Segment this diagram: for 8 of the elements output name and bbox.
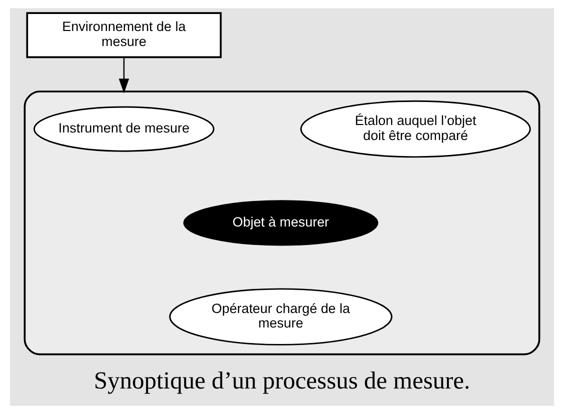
node-ellipse: Étalon auquel l’objet doit être comparé [300,100,531,158]
node-ellipse: Opérateur chargé de la mesure [169,288,392,346]
arrow [118,58,130,94]
cluster [24,90,540,356]
node-ellipse: Instrument de mesure [34,106,214,152]
node-box: Environnement de la mesure [26,12,222,58]
caption: Synoptique d’un processus de mesure. [94,368,470,395]
node-ellipse: Objet à mesurer [183,200,378,246]
